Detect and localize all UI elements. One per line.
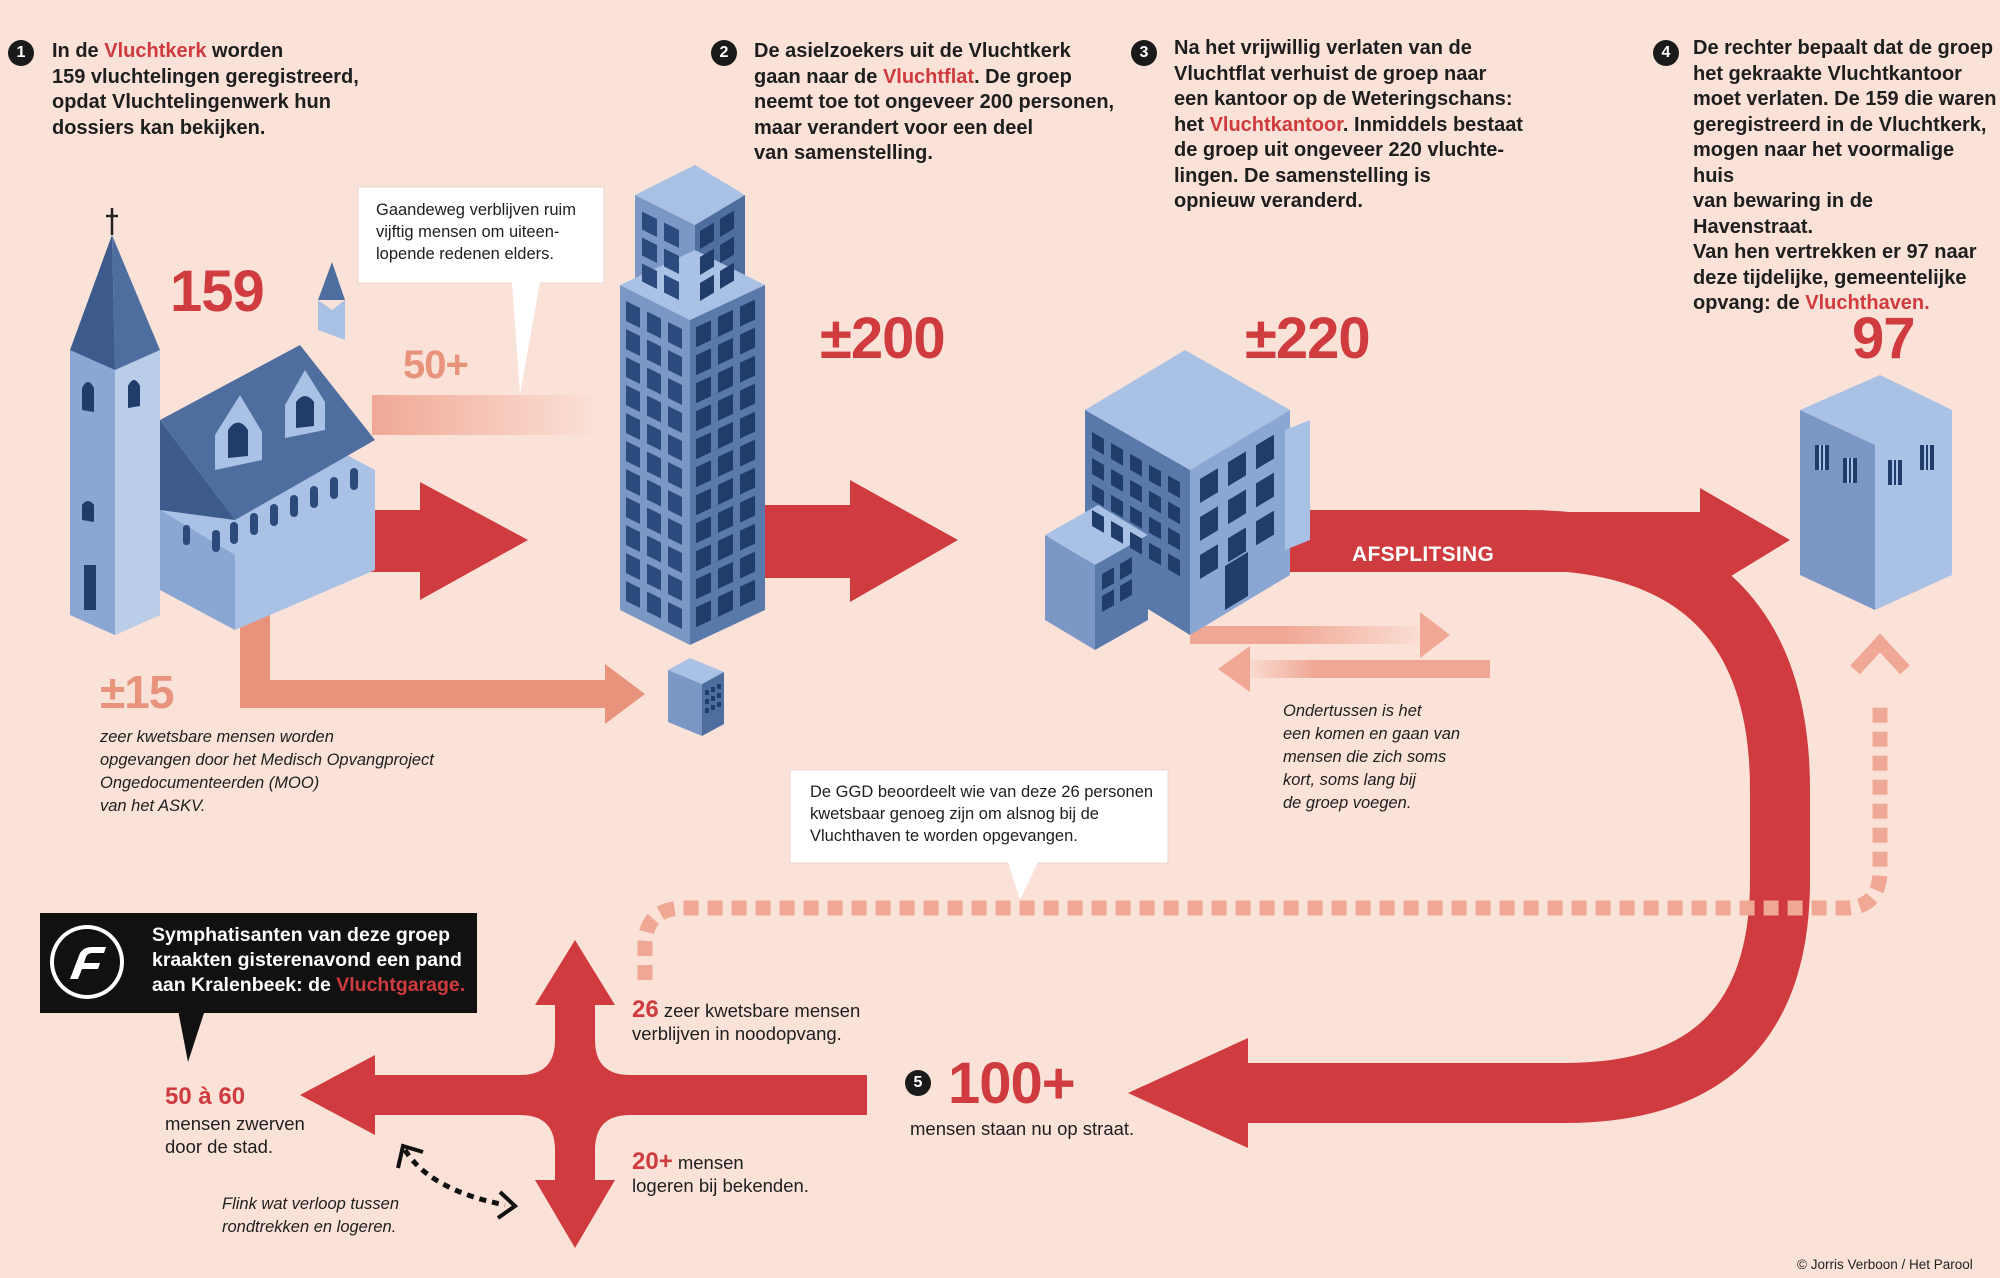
- afsplitsing-label: AFSPLITSING: [1352, 543, 1495, 566]
- garage-text: Symphatisanten van deze groep kraakten g…: [152, 924, 466, 996]
- figure-elders: 50+: [403, 343, 469, 387]
- flat-windows: [626, 210, 755, 629]
- arrow-logeren: [535, 1180, 615, 1248]
- step-4-badge: 4: [1653, 40, 1679, 66]
- figure-zwerven: 50 à 60: [165, 1083, 246, 1110]
- garage-box: Symphatisanten van deze groep kraakten g…: [40, 913, 477, 1013]
- note-moo: zeer kwetsbare mensen worden opgevangen …: [100, 728, 434, 815]
- ggd-dotted-path: [637, 700, 1888, 980]
- step-1-text: In de Vluchtkerk worden 159 vluchtelinge…: [52, 40, 359, 139]
- callout-ggd-box: [789, 769, 1169, 900]
- noodopvang-label: 26 zeer kwetsbare mensen verblijven in n…: [632, 996, 861, 1045]
- step-4-text: De rechter bepaalt dat de groep het gekr…: [1693, 37, 1997, 314]
- step-3-text: Na het vrijwillig verlaten van de Vlucht…: [1174, 37, 1523, 212]
- step-2-text: De asielzoekers uit de Vluchtkerk gaan n…: [754, 40, 1115, 164]
- elders-outflow: [372, 395, 602, 435]
- moo-building: [668, 658, 724, 736]
- arrow-komen: [1420, 612, 1450, 658]
- figure-haven: 97: [1852, 306, 1916, 371]
- het-parool-logo-icon: [50, 925, 124, 999]
- callout-elders-text: Gaandeweg verblijven ruim vijftig mensen…: [376, 201, 576, 263]
- credit: © Jorris Verboon / Het Parool: [1797, 1257, 1973, 1272]
- arrow-noodopvang: [535, 940, 615, 1005]
- figure-kerk: 159: [170, 259, 265, 324]
- note-zwerven: mensen zwerven door de stad.: [165, 1113, 305, 1157]
- arrow-gaan: [1218, 646, 1250, 692]
- note-straat: mensen staan nu op straat.: [910, 1118, 1135, 1139]
- figure-flat: ±200: [820, 306, 946, 371]
- arrow-zwerven: [300, 1055, 375, 1135]
- figure-straat: 100+: [948, 1051, 1076, 1116]
- step-2-badge: 2: [711, 40, 737, 66]
- figure-kwetsbaar: ±15: [100, 666, 174, 718]
- arrow-to-straat: [1240, 510, 1810, 1123]
- note-komen-gaan: Ondertussen is het een komen en gaan van…: [1283, 702, 1461, 812]
- kantoor-windows: [1092, 432, 1274, 613]
- callout-ggd-text: De GGD beoordeelt wie van deze 26 person…: [810, 783, 1154, 845]
- step-5-badge: 5: [905, 1070, 931, 1096]
- vluchthaven-building: [1800, 375, 1952, 610]
- step-1-badge: 1: [8, 40, 34, 66]
- vluchtkerk-building: [70, 208, 375, 635]
- vluchtkantoor-building: [1045, 350, 1310, 650]
- note-verloop: Flink wat verloop tussen rondtrekken en …: [222, 1195, 399, 1236]
- step-3-badge: 3: [1131, 40, 1157, 66]
- arrow-flat-kantoor: [765, 480, 958, 602]
- callout-elders-box: [357, 186, 605, 395]
- figure-kantoor: ±220: [1245, 306, 1371, 371]
- logeren-label: 20+ mensen logeren bij bekenden.: [632, 1148, 809, 1197]
- arrow-kwetsbaar: [240, 590, 645, 724]
